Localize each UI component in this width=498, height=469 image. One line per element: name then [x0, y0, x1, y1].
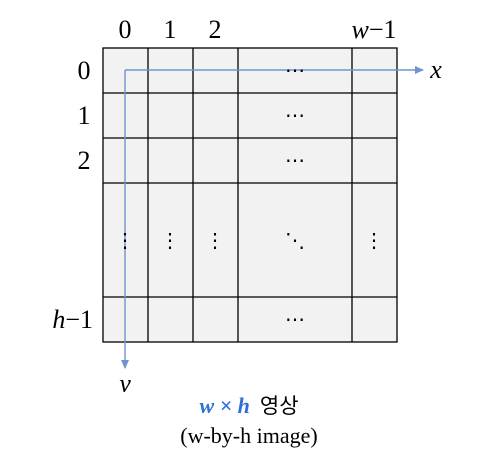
ellipsis-col-2: ⋮ [205, 230, 225, 252]
col-label-1: 1 [164, 15, 177, 44]
col-label-w-minus-1: w−1 [351, 15, 396, 44]
caption-title: w × h 영상 [0, 392, 498, 421]
ellipsis-row-0: ⋯ [285, 60, 305, 82]
row-labels: 0 1 2 h−1 [52, 56, 93, 334]
image-grid-diagram: 0 1 2 w−1 0 1 2 h−1 x y ⋯ ⋯ ⋯ ⋯ ⋮ ⋮ ⋮ ⋮ … [52, 15, 442, 392]
ellipsis-row-1: ⋯ [285, 105, 305, 127]
grid-ellipses: ⋯ ⋯ ⋯ ⋯ ⋮ ⋮ ⋮ ⋮ ⋱ [115, 60, 384, 331]
ellipsis-col-1: ⋮ [160, 230, 180, 252]
y-axis-label: y [116, 369, 131, 392]
col-label-w-var: w [351, 15, 369, 44]
ellipsis-row-2: ⋯ [285, 150, 305, 172]
caption-korean-label: 영상 [259, 394, 299, 418]
col-label-2: 2 [209, 15, 222, 44]
row-label-h-var: h [52, 305, 65, 334]
ellipsis-col-0: ⋮ [115, 230, 135, 252]
grid-background [103, 48, 397, 342]
caption-english-label: (w-by-h image) [180, 422, 318, 448]
axes [121, 66, 424, 369]
row-label-0: 0 [78, 56, 91, 85]
ellipsis-col-w-1: ⋮ [364, 230, 384, 252]
caption: w × h 영상 (w-by-h image) [0, 392, 498, 449]
row-label-h-minus: −1 [65, 305, 93, 334]
col-label-w-minus: −1 [369, 15, 397, 44]
col-label-0: 0 [119, 15, 132, 44]
x-axis-label: x [429, 55, 442, 84]
grid-lines [102, 47, 398, 343]
caption-formula: w × h [199, 393, 250, 418]
ellipsis-row-h-1: ⋯ [285, 309, 305, 331]
ellipsis-diagonal: ⋱ [285, 230, 305, 252]
grid-border [102, 47, 398, 343]
row-label-2: 2 [78, 146, 91, 175]
row-label-1: 1 [78, 101, 91, 130]
column-labels: 0 1 2 w−1 [119, 15, 397, 44]
row-label-h-minus-1: h−1 [52, 305, 93, 334]
